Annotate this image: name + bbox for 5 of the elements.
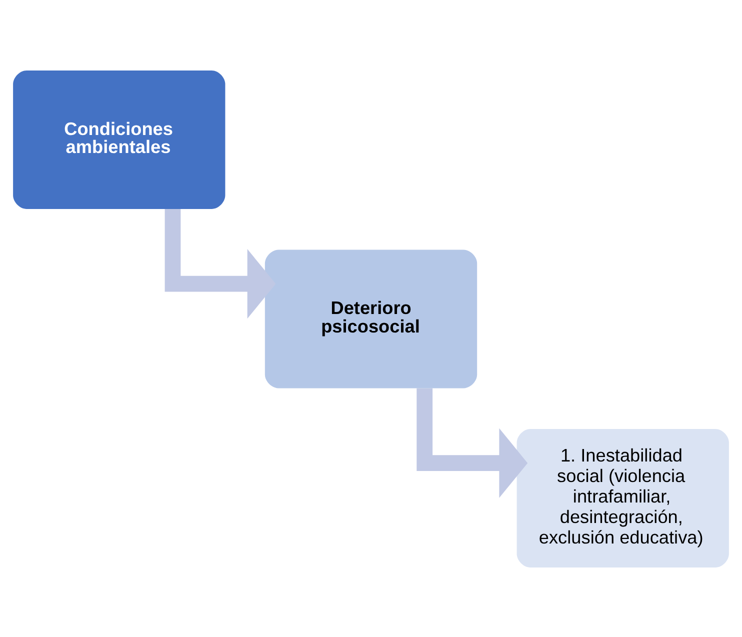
arrow bbox=[164, 208, 276, 318]
node-box: Deterioro psicosocial bbox=[264, 249, 478, 388]
node-box: 1. Inestabilidad social (violencia intrafamiliar, desintegración, exclusión educativa) bbox=[516, 428, 729, 567]
arrow bbox=[416, 388, 528, 498]
node-box: Condiciones ambientales bbox=[13, 70, 226, 208]
